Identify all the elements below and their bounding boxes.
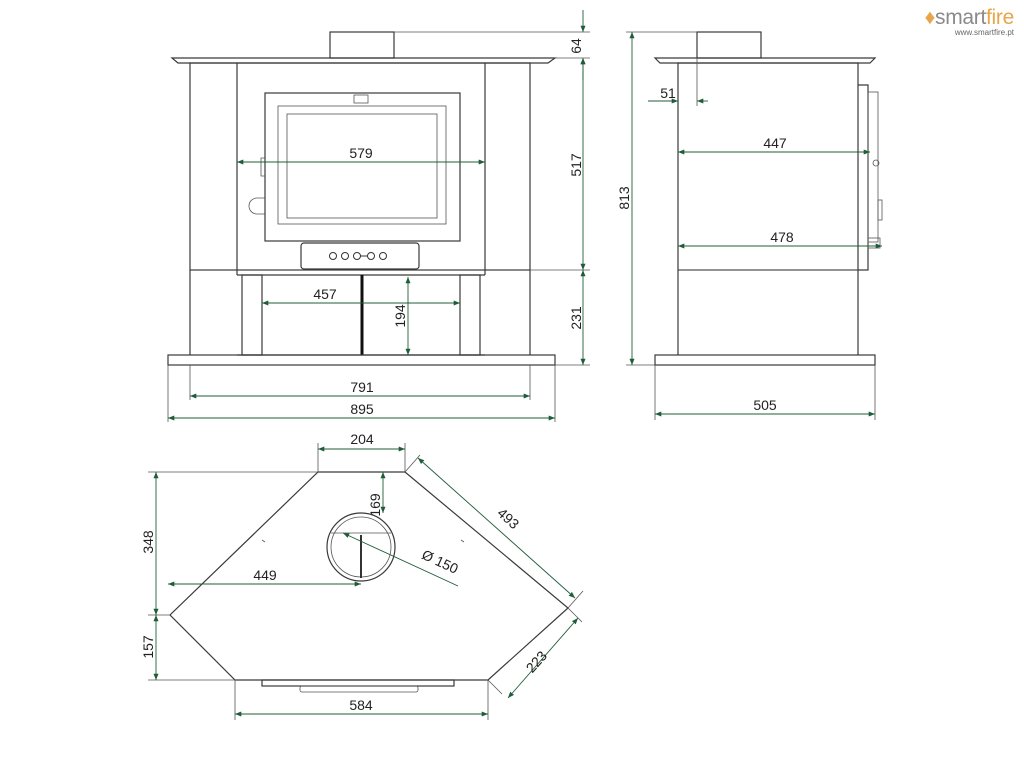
dim-base-inner-width: 791 <box>350 379 374 395</box>
dim-glass-width: 579 <box>349 145 373 161</box>
brand-name-part-a: smart <box>935 6 987 29</box>
side-body <box>677 62 859 271</box>
dim-side-depth-lower: 478 <box>770 229 794 245</box>
dim-side-total-height: 813 <box>616 186 632 210</box>
front-top-plate <box>170 57 557 64</box>
dim-overall-width: 895 <box>350 401 374 417</box>
front-base <box>167 354 556 366</box>
front-dimensions: 64 517 231 579 457 194 791 895 <box>167 10 590 422</box>
door-latch-icon <box>353 94 369 104</box>
front-glass-outer <box>277 105 447 225</box>
door-hinge <box>248 157 265 215</box>
air-control-knobs <box>329 252 387 260</box>
side-dimensions: 813 51 447 478 505 <box>616 31 882 420</box>
dim-side-flue-offset: 51 <box>660 85 676 101</box>
side-top-plate <box>653 57 877 64</box>
side-handle <box>867 91 879 243</box>
side-flue-collar <box>696 31 762 59</box>
dim-leg-opening-width: 457 <box>313 286 337 302</box>
dim-front-leg-height: 231 <box>568 306 584 330</box>
front-left-leg <box>241 274 263 356</box>
dim-side-depth-upper: 447 <box>763 135 787 151</box>
front-flue-collar <box>329 31 395 59</box>
side-view <box>653 31 883 366</box>
dim-top-depth-upper: 348 <box>140 530 156 554</box>
dim-top-flue-offset: 169 <box>367 493 383 517</box>
side-knob-icon <box>872 159 880 167</box>
dim-front-flue-height: 64 <box>568 38 584 54</box>
air-control-panel <box>300 242 420 270</box>
front-door <box>264 92 461 242</box>
dim-side-base-depth: 505 <box>753 397 777 413</box>
flame-icon: ♦ <box>924 6 936 29</box>
dim-top-short-side: 223 <box>523 647 551 675</box>
brand-logo: ♦smartfire www.smartfire.pt <box>924 6 1015 37</box>
top-front-handle <box>261 679 455 687</box>
brand-name: ♦smartfire <box>924 6 1015 30</box>
dim-top-depth-lower: 157 <box>140 635 156 659</box>
side-base <box>654 354 876 366</box>
top-flue-outer <box>326 512 396 582</box>
side-door-profile <box>858 84 869 271</box>
dim-leg-opening-height: 194 <box>392 304 408 328</box>
brand-name-part-b: fire <box>986 6 1014 29</box>
top-dimensions: 204 169 493 Ø 150 449 348 157 223 584 <box>140 431 584 720</box>
dim-front-body-height: 517 <box>568 153 584 177</box>
front-glass-inner <box>286 113 438 219</box>
dim-top-flue-width: 204 <box>350 431 374 447</box>
dim-top-diagonal-side: 493 <box>494 505 522 533</box>
brand-url: www.smartfire.pt <box>954 28 1014 37</box>
dim-top-front-width: 584 <box>349 697 373 713</box>
dim-top-flue-diameter: Ø 150 <box>419 546 461 577</box>
dim-top-flue-to-left: 449 <box>253 567 277 583</box>
front-body <box>189 62 531 271</box>
front-view <box>167 31 557 366</box>
front-right-leg <box>459 274 481 356</box>
